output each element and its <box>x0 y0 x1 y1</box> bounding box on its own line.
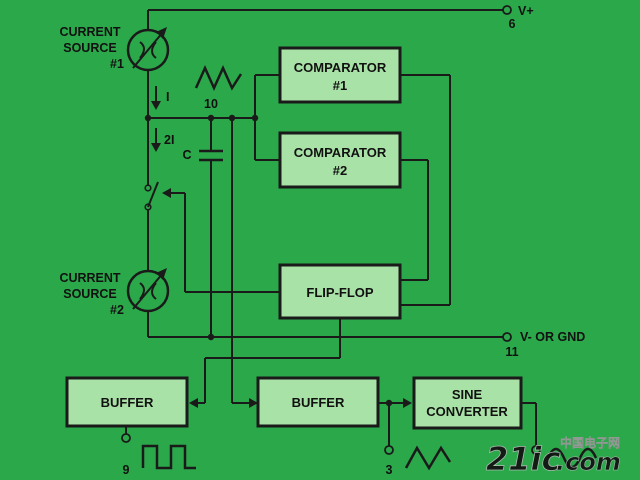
comparator-2-box <box>278 131 402 189</box>
current-source-1-line-1: CURRENT <box>59 25 120 39</box>
pin-3-terminal <box>384 445 394 455</box>
square-wave-icon <box>141 444 196 470</box>
switch-symbol <box>144 181 159 211</box>
sine-output-terminal <box>531 445 598 469</box>
triangle-output-wave-icon <box>404 445 452 471</box>
pin-11-number: 11 <box>505 345 518 359</box>
wires <box>125 9 537 446</box>
pin-6-terminal <box>502 5 512 15</box>
supply-negative-label: V- OR GND <box>520 330 585 344</box>
current-source-2-adjust-arrow <box>156 268 167 280</box>
sine-converter-block: SINE CONVERTER <box>412 376 523 430</box>
comparator-2-block: COMPARATOR #2 <box>278 131 402 189</box>
pin-v-minus: V- OR GND 11 <box>502 330 585 359</box>
current-source-1-inner-mark <box>139 41 157 59</box>
junction-dot <box>228 114 236 122</box>
pin-square-output: 9 <box>121 433 196 477</box>
sine-converter-box <box>412 376 523 430</box>
current-source-2: CURRENT SOURCE #2 <box>59 268 170 317</box>
sine-converter-label-2: CONVERTER <box>426 404 508 419</box>
buffer-triangle-block: BUFFER <box>256 376 380 428</box>
buffer-square-box <box>65 376 189 428</box>
junction-dot <box>251 114 259 122</box>
current-source-1-line-2: SOURCE <box>63 41 116 55</box>
current-i-label: I <box>166 90 169 104</box>
watermark-suffix: .com <box>556 448 621 476</box>
arrow-into-square-buffer <box>189 398 198 408</box>
current-source-2-line-2: SOURCE <box>63 287 116 301</box>
junction-dot <box>385 399 393 407</box>
pin-11-terminal <box>502 332 512 342</box>
pin-6-number: 6 <box>509 17 516 31</box>
buffer-square-label: BUFFER <box>101 395 154 410</box>
current-source-1: CURRENT SOURCE #1 <box>59 25 170 72</box>
current-source-2-inner-mark <box>139 282 157 300</box>
switch-contact-top <box>144 184 152 192</box>
watermark-chinese: 中国电子网 <box>560 435 620 450</box>
flipflop-box <box>278 263 402 320</box>
current-source-1-line-3: #1 <box>110 57 124 71</box>
flipflop-block: FLIP-FLOP <box>278 263 402 320</box>
supply-positive-label: V+ <box>518 4 534 18</box>
flipflop-label: FLIP-FLOP <box>306 285 373 300</box>
comparator-1-number: #1 <box>333 78 347 93</box>
comparator-2-number: #2 <box>333 163 347 178</box>
switch-blade <box>147 181 159 208</box>
junction-dot <box>144 114 152 122</box>
capacitor-label: C <box>182 148 191 162</box>
capacitor-symbol: C <box>182 148 223 162</box>
current-source-2-line-1: CURRENT <box>59 271 120 285</box>
current-source-2-circle <box>126 269 170 313</box>
junction-dot <box>207 114 215 122</box>
current-arrows <box>151 86 161 152</box>
current-2i-label: 2I <box>164 133 174 147</box>
watermark-brand: 21ic <box>486 440 561 478</box>
comparator-2-label: COMPARATOR <box>294 145 387 160</box>
junction-dots <box>144 114 393 407</box>
current-i-arrow-head <box>151 101 161 110</box>
pin-10-number: 10 <box>204 97 218 111</box>
sine-converter-label-1: SINE <box>452 387 483 402</box>
buffer-square-block: BUFFER <box>65 376 189 428</box>
arrow-into-triangle-buffer <box>249 398 258 408</box>
arrow-into-sine-converter <box>403 398 412 408</box>
pin-9-number: 9 <box>123 463 130 477</box>
watermark: 21ic .com 中国电子网 <box>486 435 622 479</box>
pin-triangle-output: 3 <box>384 445 452 477</box>
pin-3-number: 3 <box>386 463 393 477</box>
sine-pin-terminal <box>531 445 541 455</box>
pin-v-plus: V+ 6 <box>502 4 534 31</box>
comparator-1-block: COMPARATOR #1 <box>278 46 402 104</box>
current-source-1-circle <box>126 28 170 72</box>
buffer-triangle-box <box>256 376 380 428</box>
junction-dot <box>207 333 215 341</box>
switch-control-arrow <box>162 188 171 198</box>
current-2i-arrow-head <box>151 143 161 152</box>
current-source-2-adjust-line <box>132 272 164 310</box>
buffer-triangle-label: BUFFER <box>292 395 345 410</box>
current-source-2-line-3: #2 <box>110 303 124 317</box>
comparator-1-label: COMPARATOR <box>294 60 387 75</box>
current-source-1-adjust-line <box>132 31 164 69</box>
current-source-1-adjust-arrow <box>156 27 167 39</box>
sine-wave-icon <box>546 447 598 469</box>
triangle-wave-icon <box>194 64 243 92</box>
comparator-1-box <box>278 46 402 104</box>
pin-9-terminal <box>121 433 131 443</box>
